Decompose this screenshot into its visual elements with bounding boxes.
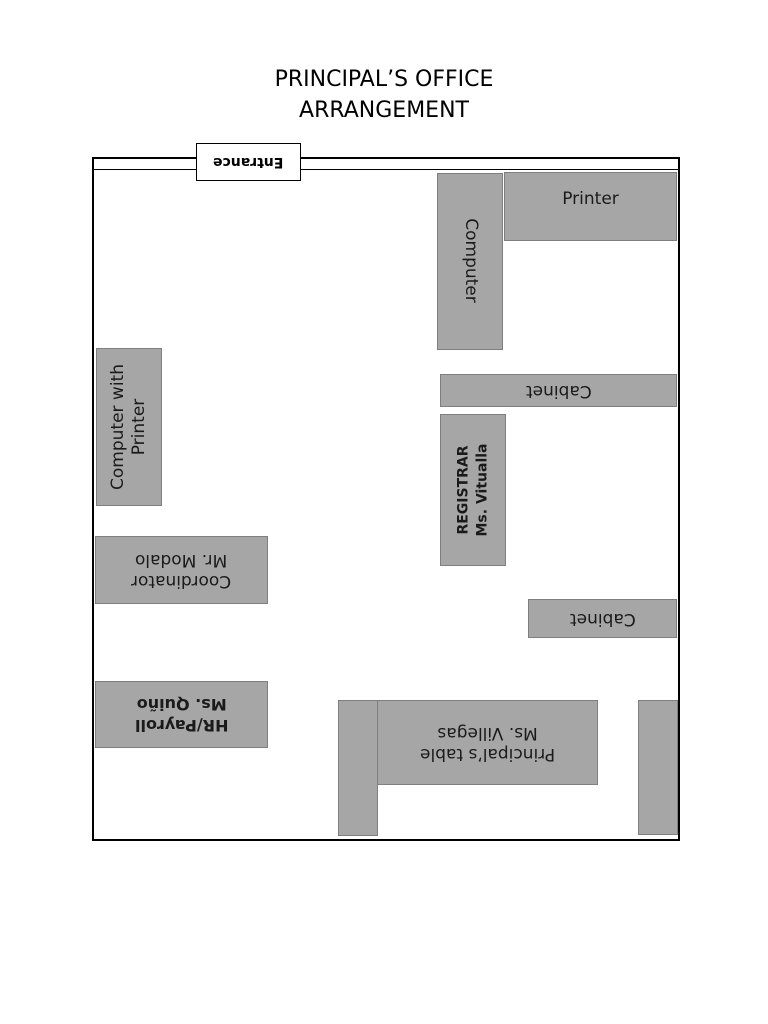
registrar-role-label: REGISTRAR <box>455 445 471 535</box>
hr-name-label: Ms. Quiño <box>136 694 227 714</box>
title-line-2: ARRANGEMENT <box>299 98 469 123</box>
printer-label: Printer <box>562 189 619 209</box>
diagram-title: PRINCIPAL’S OFFICE ARRANGEMENT <box>0 64 768 126</box>
cabinet-bottom-label: Cabinet <box>569 609 636 629</box>
cabinet-top: Cabinet <box>440 374 677 407</box>
principal-side-piece-right <box>638 700 678 835</box>
principal-side-piece-left <box>338 700 378 836</box>
coordinator-desk: Coordinator Mr. Modalo <box>95 536 268 604</box>
computer-with-printer-desk: Computer with Printer <box>96 348 162 506</box>
principal-table: Principal’s table Ms. Villegas <box>377 700 598 785</box>
coordinator-role-label: Coordinator <box>131 571 232 591</box>
principal-name-label: Ms. Villegas <box>437 722 538 743</box>
computer-with-printer-line-2: Printer <box>129 398 150 456</box>
cabinet-top-label: Cabinet <box>525 381 592 401</box>
hr-role-label: HR/Payroll <box>134 715 229 735</box>
registrar-name-label: Ms. Vitualla <box>474 443 490 537</box>
computer-table: Computer <box>437 173 503 350</box>
office-floor-plan <box>92 157 680 841</box>
coordinator-name-label: Mr. Modalo <box>135 550 228 570</box>
title-line-1: PRINCIPAL’S OFFICE <box>274 67 494 92</box>
entrance-label: Entrance <box>213 154 284 170</box>
principal-role-label: Principal’s table <box>419 743 556 764</box>
computer-label: Computer <box>460 218 481 303</box>
computer-with-printer-line-1: Computer with <box>108 364 129 490</box>
cabinet-bottom: Cabinet <box>528 599 677 638</box>
printer-table: Printer <box>504 172 677 241</box>
top-wall-inner-line <box>92 169 680 170</box>
hr-payroll-desk: HR/Payroll Ms. Quiño <box>95 681 268 748</box>
entrance-door: Entrance <box>196 143 301 181</box>
registrar-desk: REGISTRAR Ms. Vitualla <box>440 414 506 566</box>
